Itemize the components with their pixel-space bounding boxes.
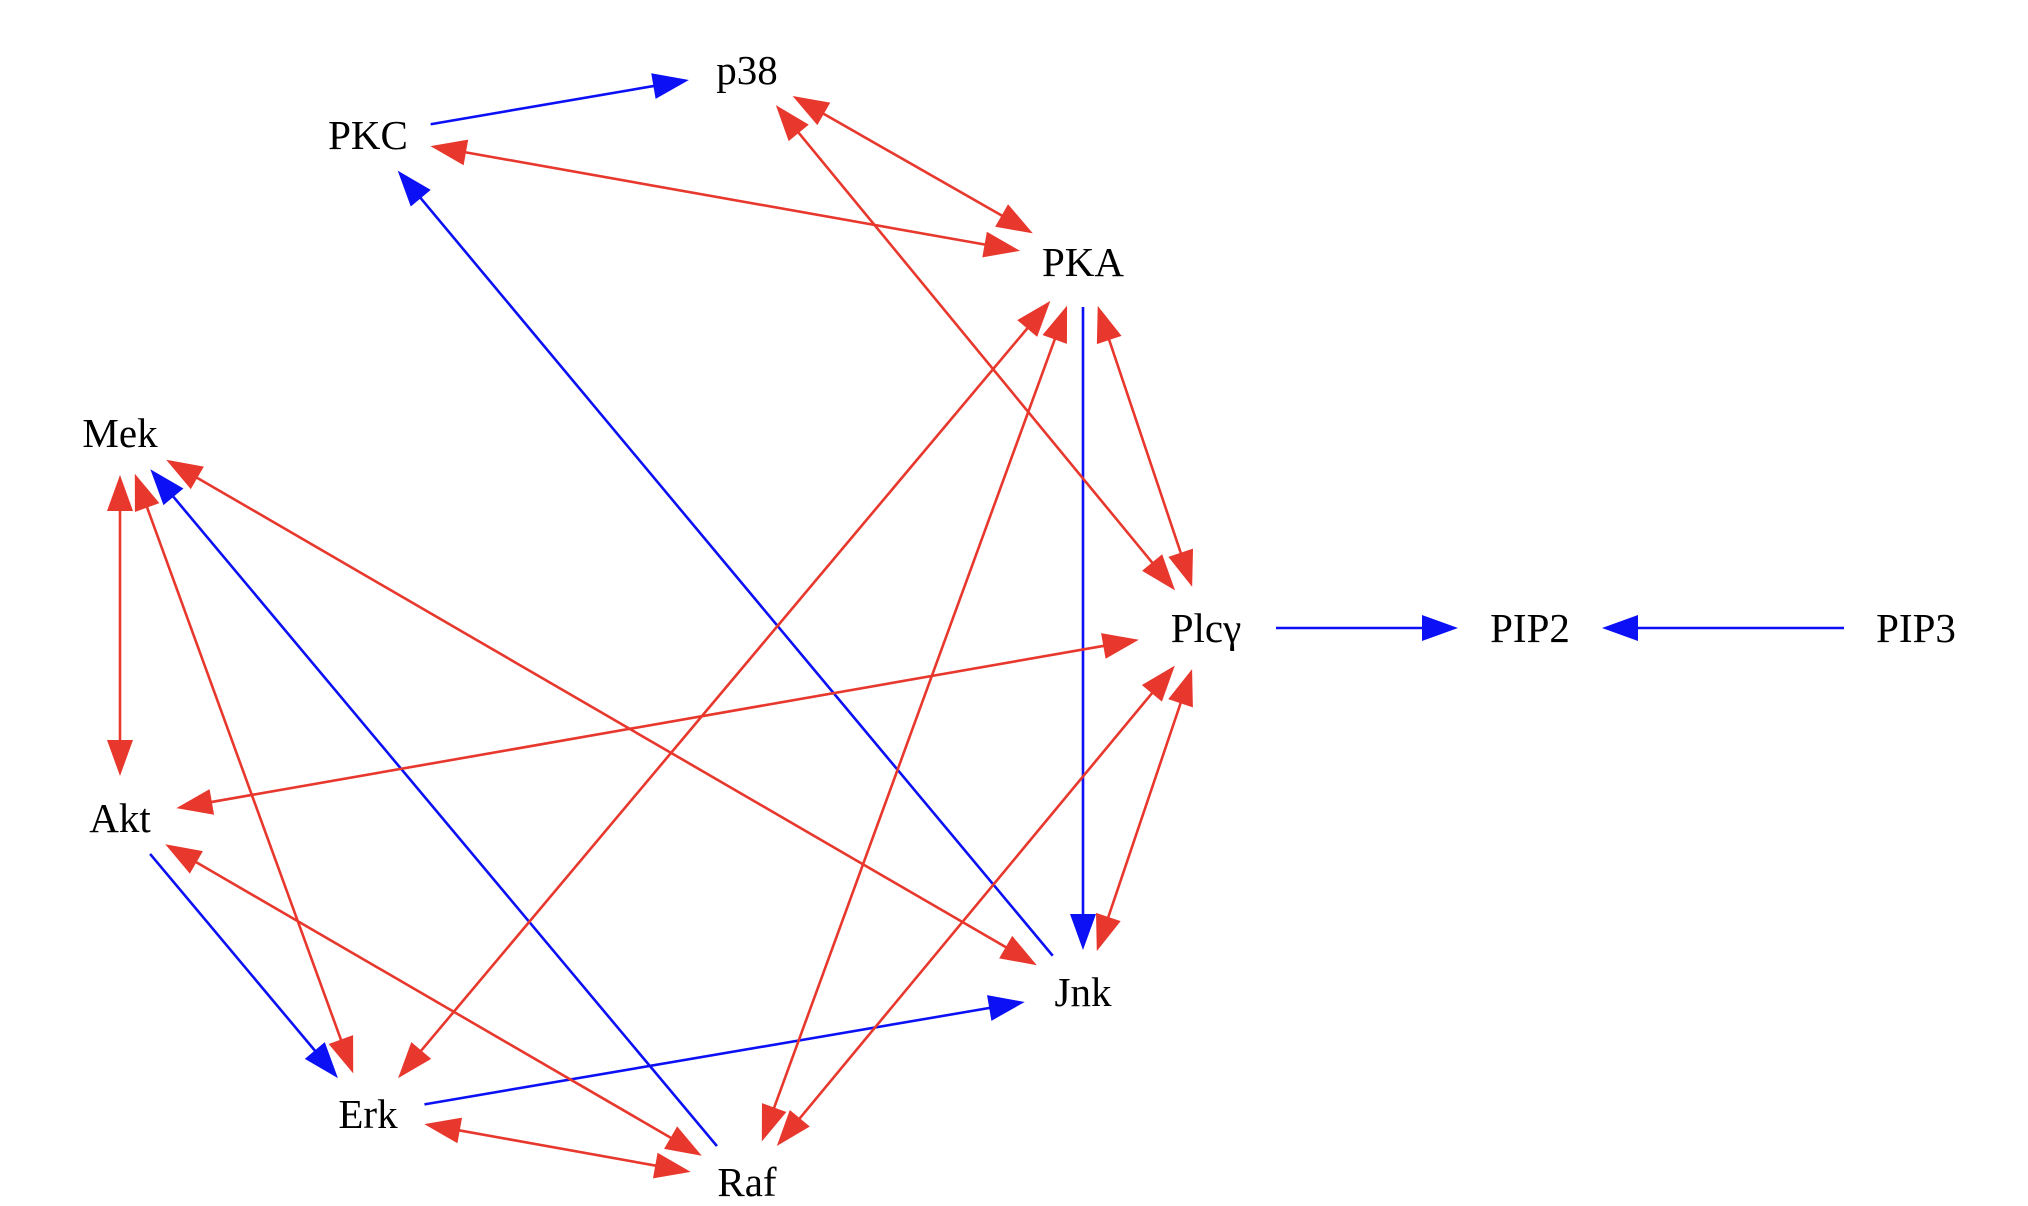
- edge-jnk-pkc: [397, 170, 1054, 957]
- edge-plcg-pip2: [1276, 615, 1458, 641]
- node-label-pka: PKA: [1042, 239, 1124, 285]
- edge-pkc-p38: [430, 73, 689, 126]
- node-label-pkc: PKC: [328, 112, 408, 158]
- node-label-plcg: Plcγ: [1171, 605, 1242, 651]
- edge-mek-jnk: [166, 459, 1037, 966]
- node-label-raf: Raf: [717, 1159, 777, 1205]
- node-label-mek: Mek: [82, 410, 158, 456]
- edge-akt-erk: [149, 853, 338, 1079]
- edge-akt-raf: [165, 844, 702, 1156]
- node-label-p38: p38: [716, 47, 778, 93]
- edge-erk-raf: [424, 1117, 691, 1179]
- edge-p38-pka: [792, 96, 1033, 234]
- edge-pkc-pka: [430, 139, 1021, 258]
- edge-raf-mek: [150, 469, 718, 1147]
- node-label-pip2: PIP2: [1490, 605, 1570, 651]
- edge-erk-jnk: [424, 995, 1025, 1106]
- edge-pip3-pip2: [1602, 615, 1844, 641]
- edge-plcg-akt: [176, 633, 1139, 815]
- edges-layer: [107, 73, 1844, 1179]
- edge-pka-erk: [398, 300, 1051, 1079]
- edge-pka-jnk: [1070, 307, 1096, 950]
- edge-p38-plcg: [775, 105, 1176, 591]
- node-label-akt: Akt: [89, 795, 151, 841]
- edge-plcg-jnk: [1096, 669, 1193, 952]
- node-label-pip3: PIP3: [1876, 605, 1956, 651]
- node-label-jnk: Jnk: [1055, 969, 1112, 1015]
- edge-pka-raf: [761, 305, 1068, 1142]
- node-label-erk: Erk: [338, 1091, 398, 1137]
- edge-mek-akt: [107, 475, 133, 776]
- edge-plcg-raf: [776, 665, 1175, 1146]
- edge-pka-plcg: [1096, 305, 1194, 587]
- edge-mek-erk: [134, 473, 354, 1074]
